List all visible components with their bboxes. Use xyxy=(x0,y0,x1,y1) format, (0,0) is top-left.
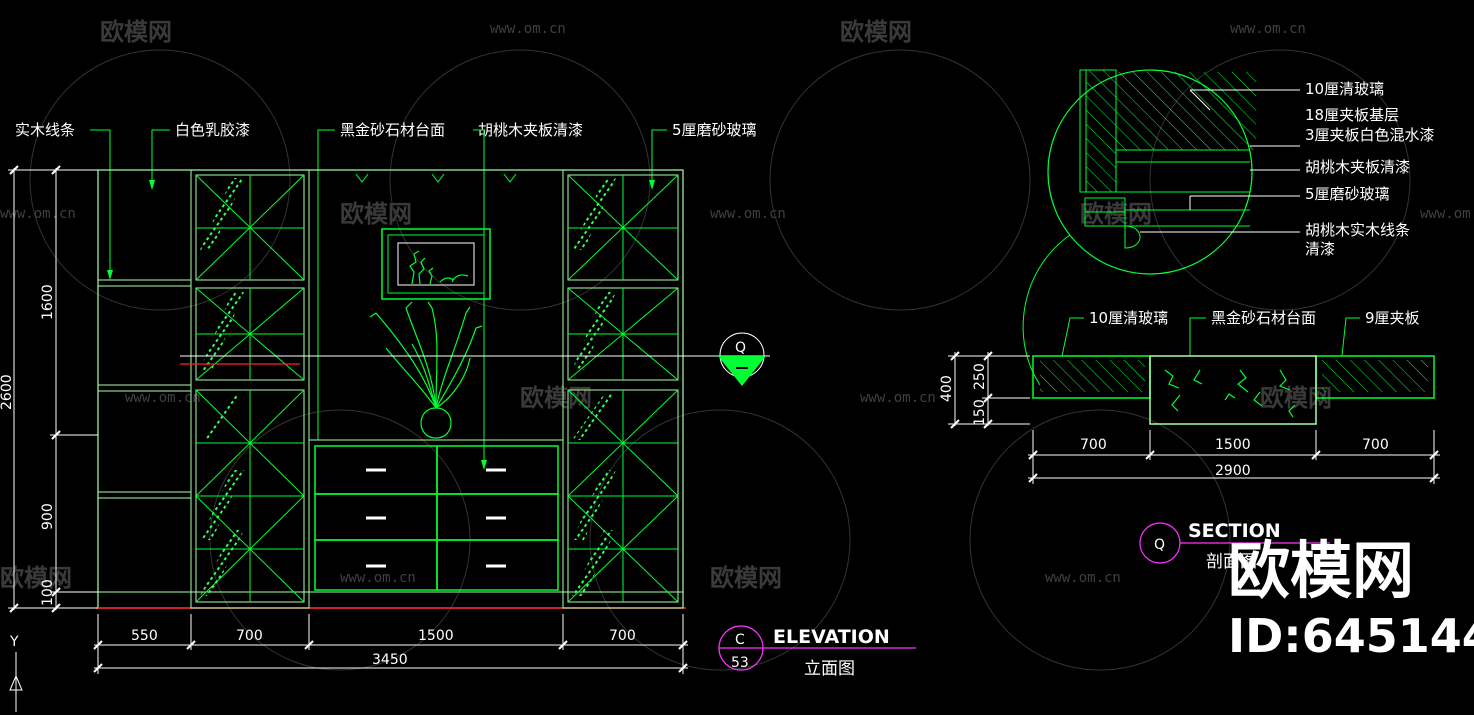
section-label-stone-top: 黑金砂石材台面 xyxy=(1211,309,1316,327)
watermark-logo: 欧模网 xyxy=(520,384,592,412)
watermark-logo: 欧模网 xyxy=(0,564,72,592)
watermark-layer: 欧模网 www.om.cn 欧模网 www.om.cn www.om.cn 欧模… xyxy=(0,18,1474,671)
watermark-logo: 欧模网 xyxy=(710,564,782,592)
label-black-gold-stone-top: 黑金砂石材台面 xyxy=(340,121,445,139)
watermark-url: www.om.cn xyxy=(1045,570,1121,586)
dim-1600: 1600 xyxy=(40,284,56,320)
watermark-url: www.om.cn xyxy=(490,21,566,37)
label-white-latex-paint: 白色乳胶漆 xyxy=(175,121,250,139)
watermark-url: www.om.cn xyxy=(340,570,416,586)
watermark-logo: 欧模网 xyxy=(1080,200,1152,228)
label-frosted-glass: 5厘磨砂玻璃 xyxy=(672,121,757,139)
label-solid-wood-trim: 实木线条 xyxy=(15,121,75,139)
elevation-subtitle: 立面图 xyxy=(804,659,855,679)
svg-text:Q: Q xyxy=(1154,537,1165,553)
plant-vase xyxy=(369,301,483,439)
brand-stamp: 欧模网 ID:645144 xyxy=(1228,534,1474,663)
section-dim-700-left: 700 xyxy=(1080,437,1107,453)
elevation-title-block: C 53 ELEVATION 立面图 xyxy=(718,625,916,679)
watermark-url: www.om.cn xyxy=(860,390,936,406)
watermark-url: www.om.cn xyxy=(1230,21,1306,37)
watermark-url: www.om.cn xyxy=(1420,206,1474,222)
section-dim-400: 400 xyxy=(939,375,955,402)
section-dim-250: 250 xyxy=(972,363,988,390)
elevation-title: ELEVATION xyxy=(773,626,890,648)
elevation-drawing: 实木线条 白色乳胶漆 黑金砂石材台面 胡桃木夹板清漆 5厘磨砂玻璃 xyxy=(0,121,916,712)
dim-1500: 1500 xyxy=(418,628,454,644)
detail-label-walnut-trim: 胡桃木实木线条 xyxy=(1305,221,1410,239)
watermark-url: www.om.cn xyxy=(125,390,201,406)
section-dim-700-right: 700 xyxy=(1362,437,1389,453)
section-label-clear-glass: 10厘清玻璃 xyxy=(1089,309,1168,327)
detail-label-walnut-veneer: 胡桃木夹板清漆 xyxy=(1305,158,1410,176)
section-dim-2900: 2900 xyxy=(1215,463,1251,479)
watermark-logo: 欧模网 xyxy=(840,18,912,46)
detail-label-plywood-base: 18厘夹板基层 xyxy=(1305,106,1399,124)
watermark-url: www.om.cn xyxy=(0,206,76,222)
dim-2600: 2600 xyxy=(0,374,15,410)
detail-label-clear-glass: 10厘清玻璃 xyxy=(1305,80,1384,98)
label-walnut-veneer: 胡桃木夹板清漆 xyxy=(478,121,583,139)
watermark-logo: 欧模网 xyxy=(340,200,412,228)
wall-picture xyxy=(381,228,491,300)
watermark-url: www.om.cn xyxy=(710,206,786,222)
detail-label-varnish: 清漆 xyxy=(1305,240,1335,258)
section-marker-q: Q xyxy=(718,332,766,386)
section-dim-1500: 1500 xyxy=(1215,437,1251,453)
section-title: SECTION xyxy=(1188,520,1281,542)
dim-700-right: 700 xyxy=(609,628,636,644)
dim-550: 550 xyxy=(131,628,158,644)
drawer-unit xyxy=(314,445,559,591)
stamp-id: ID:645144 xyxy=(1228,609,1474,663)
svg-text:Q: Q xyxy=(735,340,746,356)
section-title-block: Q SECTION 剖面图 xyxy=(1139,520,1330,572)
svg-text:C: C xyxy=(735,632,745,648)
stamp-brand: 欧模网 xyxy=(1228,534,1414,607)
left-glass-cabinet xyxy=(190,169,310,609)
detail-callout: 10厘清玻璃 18厘夹板基层 3厘夹板白色混水漆 胡桃木夹板清漆 5厘磨砂玻璃 … xyxy=(1022,69,1435,386)
section-dim-150: 150 xyxy=(972,399,988,426)
axis-letter-y: Y xyxy=(9,634,19,650)
svg-text:53: 53 xyxy=(731,655,749,671)
section-label-plywood: 9厘夹板 xyxy=(1365,309,1420,327)
section-subtitle: 剖面图 xyxy=(1206,552,1257,572)
watermark-logo: 欧模网 xyxy=(100,18,172,46)
y-axis-icon xyxy=(9,652,23,712)
dim-700-left: 700 xyxy=(236,628,263,644)
dim-3450: 3450 xyxy=(372,652,408,668)
svg-text:欧模网: 欧模网 xyxy=(100,18,172,46)
detail-label-frosted-glass: 5厘磨砂玻璃 xyxy=(1305,185,1390,203)
center-niche xyxy=(308,170,564,608)
dim-100: 100 xyxy=(40,579,56,606)
detail-label-white-plywood: 3厘夹板白色混水漆 xyxy=(1305,126,1435,144)
section-drawing: 10厘清玻璃 黑金砂石材台面 9厘夹板 xyxy=(939,309,1440,572)
dim-900: 900 xyxy=(40,503,56,530)
